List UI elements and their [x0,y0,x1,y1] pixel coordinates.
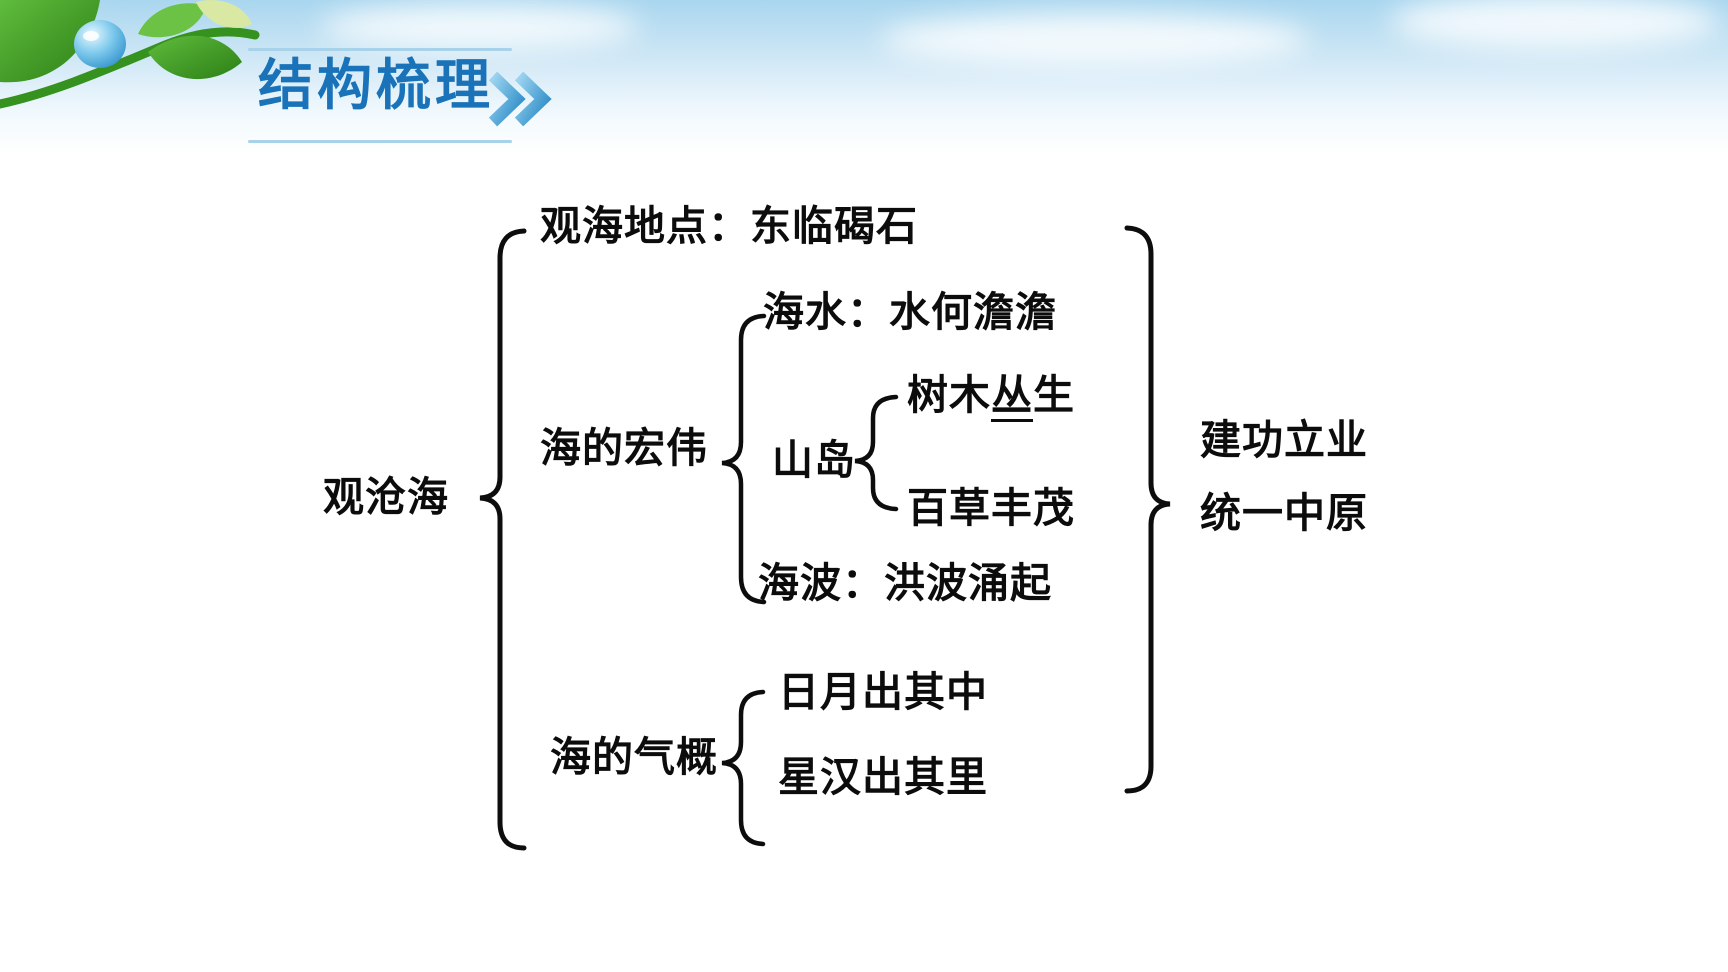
node-sea-spirit: 海的气概 [550,734,718,780]
node-conclusion-line2: 统一中原 [1200,490,1368,536]
title-rule-bottom [248,140,512,143]
node-waves: 海波：洪波涌起 [758,560,1052,606]
node-location: 观海地点：东临碣石 [540,203,918,249]
trees-underlined-char: 丛 [991,372,1033,422]
brace-conclusion [1124,225,1171,794]
node-grass: 百草丰茂 [907,485,1075,531]
trees-prefix: 树木 [907,372,991,418]
node-sea-grandeur: 海的宏伟 [540,425,708,471]
cloud-shape [880,14,1310,66]
page-title: 结构梳理 [258,54,495,116]
cloud-shape [1390,0,1720,50]
brace-spirit [721,689,766,847]
node-conclusion-line1: 建功立业 [1200,417,1368,463]
node-island: 山岛 [772,437,856,483]
double-chevron-icon [488,71,552,127]
brace-grandeur [721,313,767,605]
brace-island [854,394,899,512]
node-trees: 树木丛生 [907,372,1075,422]
title-rule-top [248,48,512,51]
node-star-river: 星汉出其里 [778,754,988,800]
node-sun-moon: 日月出其中 [778,669,988,715]
cloud-shape [320,4,640,50]
node-root: 观沧海 [323,474,449,520]
leaf-decoration-icon [0,0,260,109]
brace-root [479,228,527,851]
trees-suffix: 生 [1033,372,1075,418]
node-seawater: 海水：水何澹澹 [763,289,1057,335]
